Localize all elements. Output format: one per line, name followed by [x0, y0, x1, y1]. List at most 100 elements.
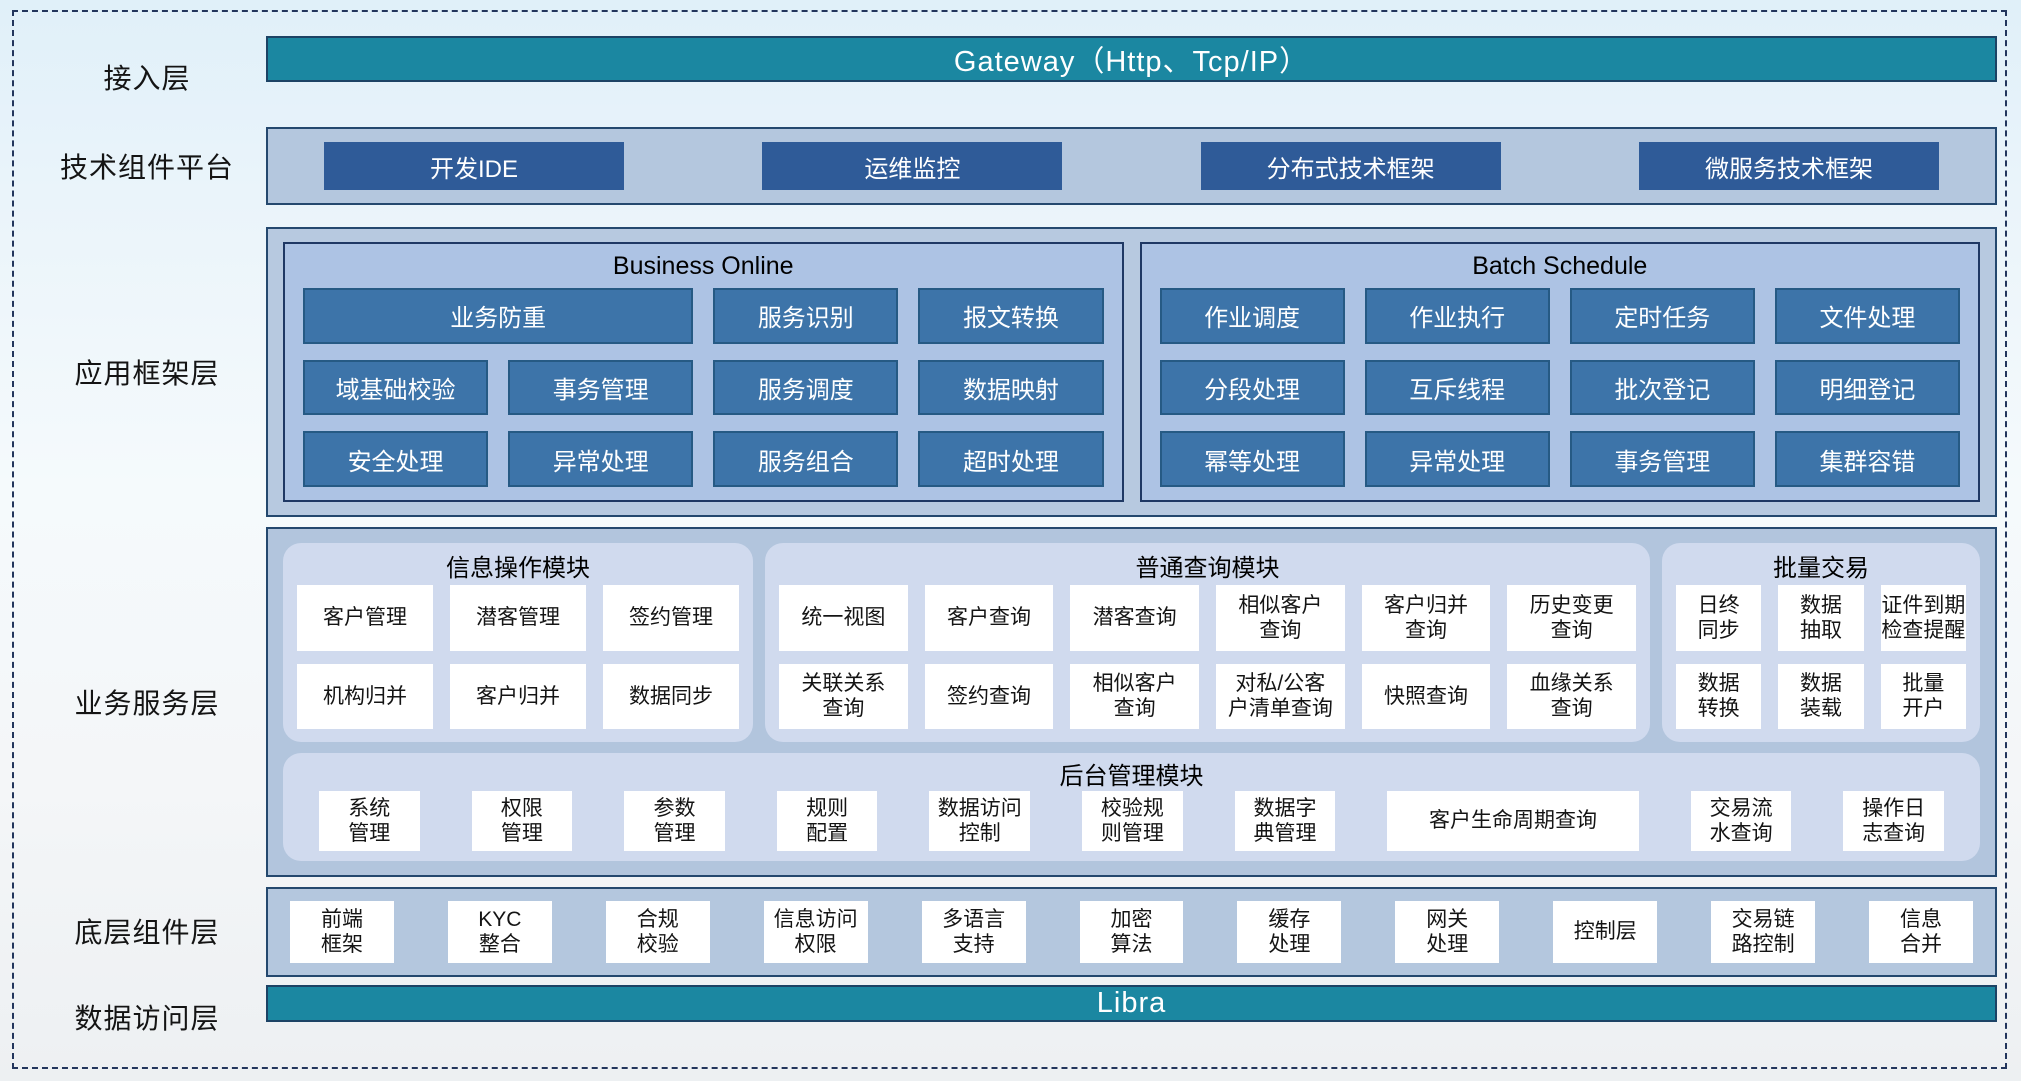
gateway-bar: Gateway（Http、Tcp/IP） [266, 36, 1997, 82]
business-service-row: 业务服务层 信息操作模块 客户管理 潜客管理 签约管理 机构归并 客户归并 数据… [28, 527, 1997, 877]
framework-item: 作业执行 [1364, 288, 1550, 344]
framework-item: 集群容错 [1774, 431, 1960, 487]
service-item: 数据 抽取 [1778, 585, 1864, 651]
service-item: 规则 配置 [776, 791, 878, 851]
base-item: 网关 处理 [1395, 901, 1500, 963]
service-item: 客户归并 [450, 663, 586, 729]
layer-label-business-service: 业务服务层 [74, 688, 220, 719]
access-layer-row: 接入层 Gateway（Http、Tcp/IP） [28, 36, 1997, 118]
tech-item-dev-ide: 开发IDE [324, 142, 624, 190]
service-item: 机构归并 [297, 663, 433, 729]
framework-item: 数据映射 [918, 359, 1104, 416]
service-item: 校验规 则管理 [1082, 791, 1183, 851]
service-item: 潜客查询 [1070, 585, 1199, 651]
business-online-title: Business Online [612, 251, 794, 280]
service-item: 数据 装载 [1778, 663, 1864, 729]
admin-module-grid: 系统 管理 权限 管理 参数 管理 规则 配置 数据访问 控制 校验规 则管理 … [297, 791, 1966, 851]
info-operation-module-title: 信息操作模块 [446, 554, 590, 582]
batch-schedule-grid: 作业调度 作业执行 定时任务 文件处理 分段处理 互斥线程 批次登记 明细登记 … [1159, 288, 1960, 487]
service-item: 快照查询 [1361, 663, 1491, 729]
service-item: 客户生命周期查询 [1387, 791, 1639, 851]
service-item: 客户管理 [297, 585, 433, 651]
service-item: 客户查询 [924, 585, 1054, 651]
framework-item: 异常处理 [1364, 431, 1550, 487]
general-query-grid: 统一视图 客户查询 潜客查询 相似客户 查询 客户归并 查询 历史变更 查询 关… [779, 585, 1636, 729]
framework-item: 批次登记 [1569, 359, 1755, 416]
framework-item: 明细登记 [1774, 359, 1960, 416]
service-item: 参数 管理 [624, 791, 725, 851]
framework-item: 事务管理 [1569, 431, 1755, 487]
layer-label-data-access: 数据访问层 [74, 1003, 220, 1034]
base-component-row: 底层组件层 前端 框架 KYC 整合 合规 校验 信息访问 权限 多语言 支持 … [28, 887, 1997, 977]
layer-label-base-component: 底层组件层 [74, 917, 220, 948]
framework-item: 服务识别 [713, 288, 899, 344]
batch-schedule-box: Batch Schedule 作业调度 作业执行 定时任务 文件处理 分段处理 … [1139, 242, 1980, 502]
service-item: 历史变更 查询 [1507, 585, 1636, 651]
framework-item: 文件处理 [1774, 288, 1960, 344]
tech-item-ops-monitoring: 运维监控 [762, 142, 1063, 190]
framework-item: 业务防重 [303, 288, 694, 344]
tech-item-microservice-framework: 微服务技术框架 [1638, 142, 1939, 190]
base-item: 控制层 [1553, 901, 1658, 963]
tech-item-distributed-framework: 分布式技术框架 [1200, 142, 1501, 190]
admin-module: 后台管理模块 系统 管理 权限 管理 参数 管理 规则 配置 数据访问 控制 校… [283, 753, 1980, 861]
general-query-module: 普通查询模块 统一视图 客户查询 潜客查询 相似客户 查询 客户归并 查询 历史… [765, 543, 1650, 742]
admin-module-title: 后台管理模块 [1059, 762, 1204, 790]
service-item: 操作日 志查询 [1843, 791, 1944, 851]
info-operation-module: 信息操作模块 客户管理 潜客管理 签约管理 机构归并 客户归并 数据同步 [283, 543, 753, 742]
service-item: 签约查询 [924, 663, 1054, 729]
base-item: 信息 合并 [1869, 901, 1973, 963]
service-modules-row: 信息操作模块 客户管理 潜客管理 签约管理 机构归并 客户归并 数据同步 普通查… [283, 543, 1980, 742]
base-item: 多语言 支持 [921, 901, 1026, 963]
app-framework-row: 应用框架层 Business Online 业务防重 服务识别 报文转换 域基础… [28, 227, 1997, 517]
service-item: 批量 开户 [1880, 663, 1966, 729]
service-item: 数据字 典管理 [1234, 791, 1336, 851]
framework-item: 异常处理 [508, 431, 694, 487]
general-query-module-title: 普通查询模块 [1135, 554, 1280, 582]
architecture-diagram: 接入层 Gateway（Http、Tcp/IP） 技术组件平台 开发IDE 运维… [28, 36, 1997, 1053]
framework-item: 服务组合 [713, 431, 899, 487]
service-item: 数据同步 [603, 663, 739, 729]
framework-item: 定时任务 [1569, 288, 1755, 344]
base-item: 交易链 路控制 [1711, 901, 1816, 963]
service-item: 交易流 水查询 [1690, 791, 1792, 851]
service-item: 相似客户 查询 [1216, 585, 1345, 651]
framework-item: 安全处理 [303, 431, 489, 487]
batch-transaction-module: 批量交易 日终 同步 数据 抽取 证件到期 检查提醒 数据 转换 数据 装载 批… [1662, 543, 1980, 742]
service-item: 统一视图 [779, 585, 908, 651]
business-service-panel: 信息操作模块 客户管理 潜客管理 签约管理 机构归并 客户归并 数据同步 普通查… [266, 527, 1997, 877]
base-item: 前端 框架 [290, 901, 394, 963]
app-framework-panel: Business Online 业务防重 服务识别 报文转换 域基础校验 事务管… [266, 227, 1997, 517]
base-item: 合规 校验 [605, 901, 710, 963]
service-item: 血缘关系 查询 [1507, 663, 1636, 729]
framework-item: 分段处理 [1159, 359, 1345, 416]
base-component-panel: 前端 框架 KYC 整合 合规 校验 信息访问 权限 多语言 支持 加密 算法 … [266, 887, 1997, 977]
libra-bar: Libra [266, 985, 1997, 1022]
framework-item: 服务调度 [713, 359, 899, 416]
tech-platform-row: 技术组件平台 开发IDE 运维监控 分布式技术框架 微服务技术框架 [28, 127, 1997, 205]
base-item: 加密 算法 [1079, 901, 1184, 963]
business-online-grid: 业务防重 服务识别 报文转换 域基础校验 事务管理 服务调度 数据映射 安全处理… [303, 288, 1104, 487]
business-online-box: Business Online 业务防重 服务识别 报文转换 域基础校验 事务管… [283, 242, 1124, 502]
layer-label-tech-platform: 技术组件平台 [59, 152, 234, 183]
framework-item: 超时处理 [918, 431, 1104, 487]
base-item: 缓存 处理 [1237, 901, 1342, 963]
layer-label-app-framework: 应用框架层 [74, 358, 220, 389]
data-access-row: 数据访问层 Libra [28, 985, 1997, 1049]
framework-item: 域基础校验 [303, 359, 489, 416]
service-item: 数据 转换 [1676, 663, 1762, 729]
service-item: 日终 同步 [1676, 585, 1762, 651]
batch-schedule-title: Batch Schedule [1472, 251, 1648, 280]
batch-transaction-grid: 日终 同步 数据 抽取 证件到期 检查提醒 数据 转换 数据 装载 批量 开户 [1676, 585, 1966, 729]
framework-item: 事务管理 [508, 359, 694, 416]
service-item: 关联关系 查询 [779, 663, 908, 729]
batch-transaction-module-title: 批量交易 [1773, 554, 1869, 582]
service-item: 客户归并 查询 [1361, 585, 1491, 651]
framework-item: 互斥线程 [1364, 359, 1550, 416]
service-item: 相似客户 查询 [1070, 663, 1199, 729]
framework-item: 作业调度 [1159, 288, 1345, 344]
service-item: 权限 管理 [471, 791, 573, 851]
framework-item: 幂等处理 [1159, 431, 1345, 487]
service-item: 潜客管理 [450, 585, 586, 651]
layer-label-access: 接入层 [103, 63, 191, 94]
